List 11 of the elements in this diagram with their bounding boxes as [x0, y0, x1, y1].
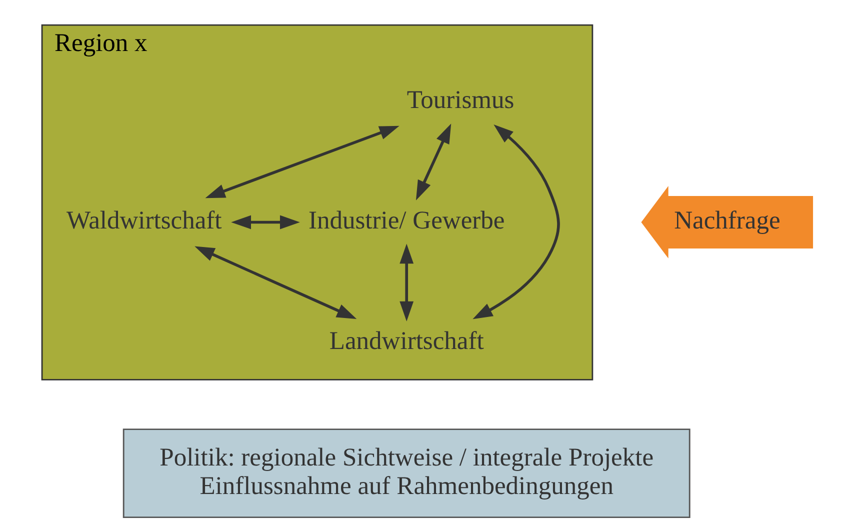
arrow: [399, 244, 414, 322]
arrow: [415, 124, 451, 200]
arrow: [204, 126, 399, 198]
arrow: [472, 124, 560, 320]
node-text: Tourismus: [406, 84, 514, 114]
node-text: Industrie/ Gewerbe: [308, 205, 504, 234]
node-text: Landwirtschaft: [328, 326, 484, 356]
arrow: [194, 246, 356, 319]
node-box: Politik: regionale Sichtweise / integrale Projekte Einflussnahme auf Rahmenbedingungen: [122, 428, 690, 518]
node-text: Waldwirtschaft: [66, 205, 222, 234]
arrow: [230, 215, 300, 230]
